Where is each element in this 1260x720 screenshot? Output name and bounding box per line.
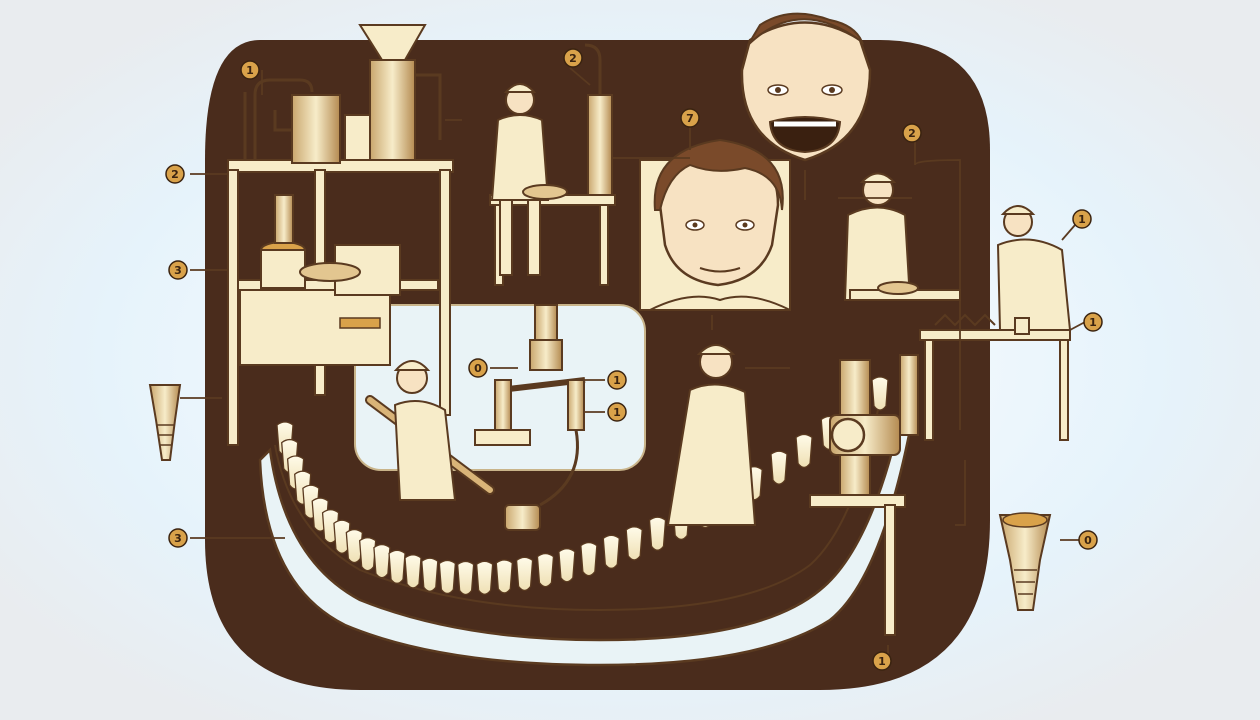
casting-machine-station [227,24,454,446]
callout-marker-badge [1078,530,1098,550]
callout-marker-label: 1 [1089,316,1097,329]
callout-marker: 2 [902,123,922,143]
tooth [602,534,620,569]
technician-far-right [919,205,1072,441]
tooth [536,552,555,588]
callout-marker-label: 0 [474,362,482,375]
callout-marker: 1 [872,651,892,671]
technician-right-seated [843,172,961,301]
connector-lines [180,67,1086,660]
callout-marker-badge [240,60,260,80]
callout-marker-label: 2 [171,168,179,181]
tooth [456,560,475,596]
callout-marker: 3 [168,528,188,548]
callout-marker: 7 [680,108,700,128]
callout-marker-badge [872,651,892,671]
callout-marker-label: 0 [1084,534,1092,547]
tooth [515,556,534,592]
callout-marker-label: 1 [246,64,254,77]
tooth [871,376,889,411]
implant-left [148,384,182,461]
callout-markers: 1 2 2 3 7 2 1 1 0 1 1 3 0 1 [165,48,1103,671]
callout-marker: 2 [563,48,583,68]
callout-marker-badge [168,528,188,548]
callout-marker-badge [165,164,185,184]
callout-marker-label: 2 [908,127,916,140]
callout-marker: 1 [607,370,627,390]
callout-marker-badge [468,358,488,378]
callout-marker-badge [563,48,583,68]
callout-marker-label: 1 [878,655,886,668]
callout-marker: 0 [468,358,488,378]
tooth [475,560,494,595]
tooth [580,541,598,577]
tooth [770,450,788,485]
tooth [648,516,667,551]
tooth [438,559,457,595]
tooth [345,528,364,564]
callout-marker-badge [1083,312,1103,332]
callout-marker: 1 [1072,209,1092,229]
implant-right [998,512,1052,611]
callout-marker-label: 1 [613,406,621,419]
callout-marker-label: 3 [174,264,182,277]
callout-marker-badge [607,370,627,390]
tooth [558,548,576,583]
callout-marker-badge [902,123,922,143]
callout-marker: 2 [165,164,185,184]
callout-marker: 1 [607,402,627,422]
conveyor-drive-machine [809,354,919,636]
tooth [625,526,643,561]
tooth [795,433,813,469]
callout-marker-label: 1 [613,374,621,387]
callout-marker-badge [1072,209,1092,229]
technician-center-arch [666,344,757,526]
callout-marker-badge [680,108,700,128]
tooth [404,554,422,589]
technician-microscope-station [489,43,616,286]
callout-marker-label: 3 [174,532,182,545]
tooth [388,549,406,584]
callout-marker: 0 [1078,530,1098,550]
tooth [358,537,377,572]
callout-marker: 3 [168,260,188,280]
callout-marker-label: 7 [686,112,694,125]
callout-marker-badge [168,260,188,280]
tooth [421,557,439,592]
callout-marker-label: 2 [569,52,577,65]
patient-face-center [639,138,791,311]
technician-left-arch [393,360,457,501]
tooth [495,559,513,594]
callout-marker: 1 [240,60,260,80]
callout-marker-label: 1 [1078,213,1086,226]
tooth [373,543,391,579]
patient-face-open-mouth [740,12,872,162]
callout-marker-badge [607,402,627,422]
callout-marker: 1 [1083,312,1103,332]
teeth-conveyor-arch [258,399,912,667]
